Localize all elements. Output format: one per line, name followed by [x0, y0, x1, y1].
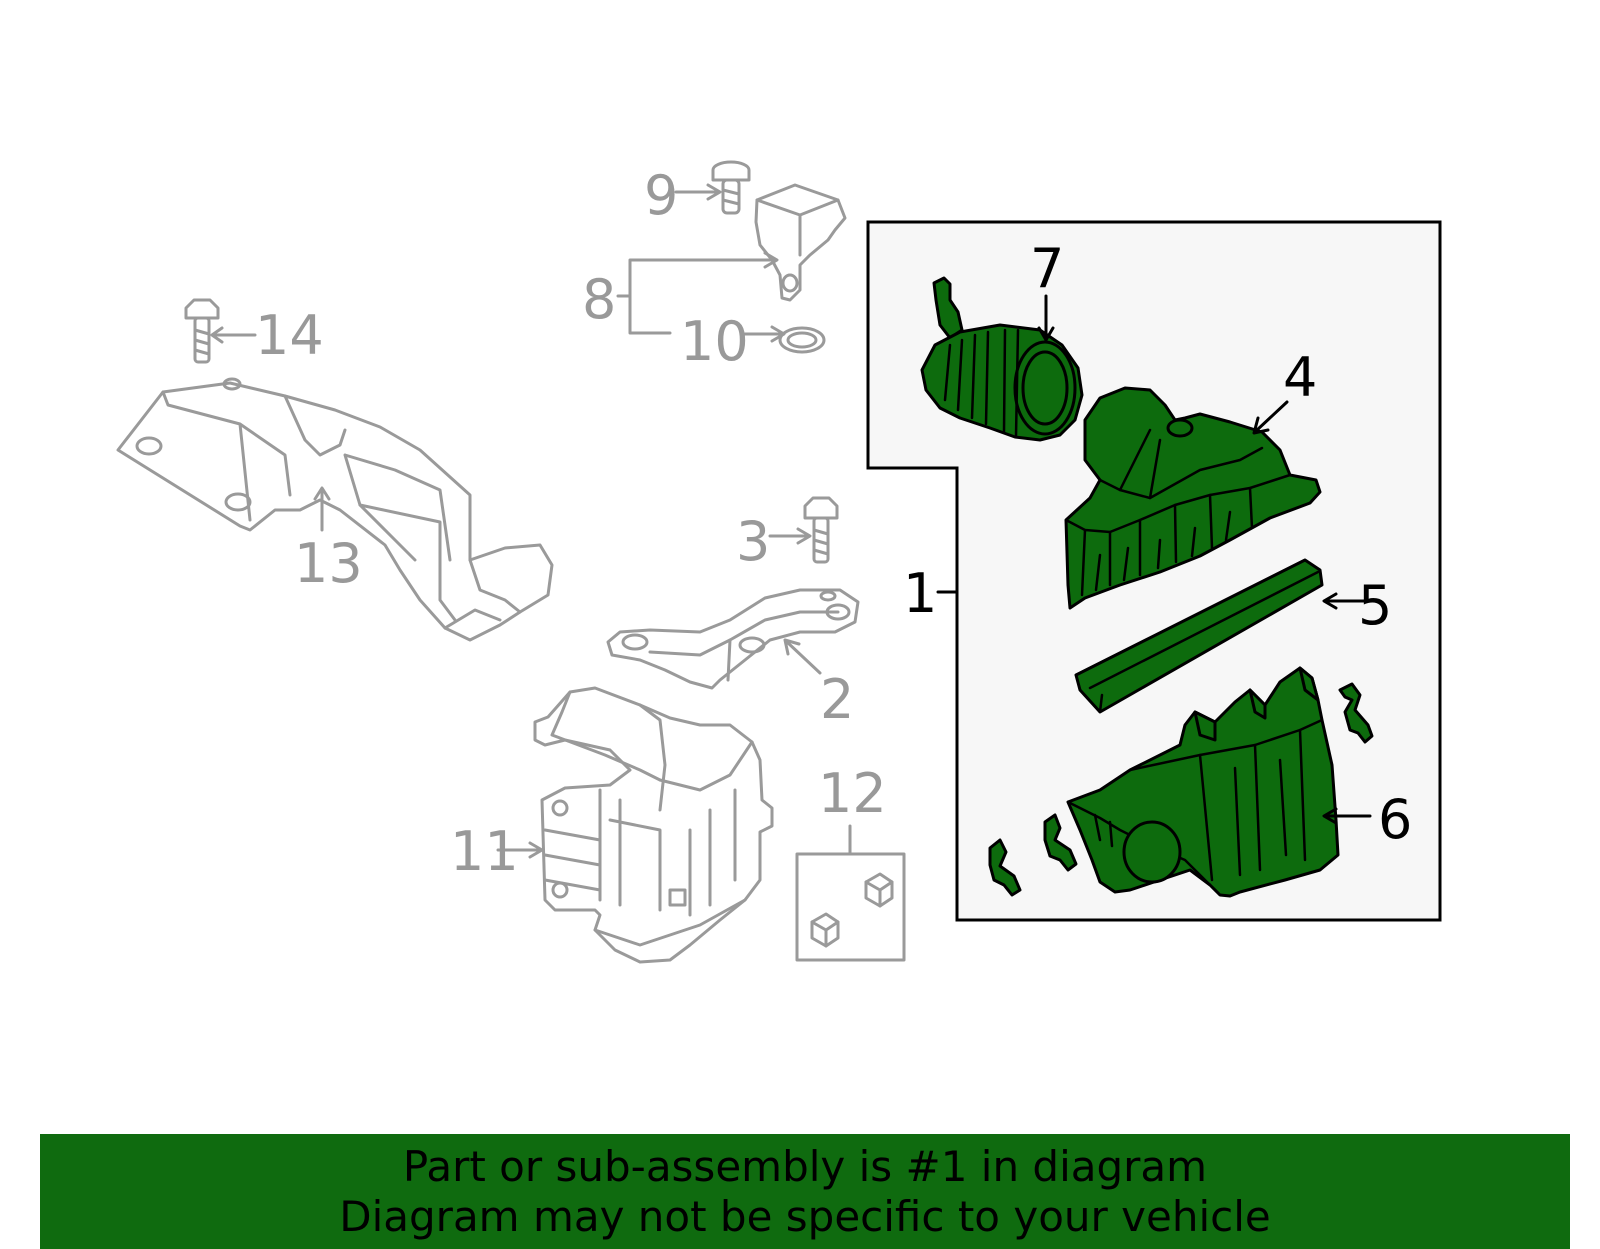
part-12-nut-kit[interactable] — [795, 852, 906, 962]
part-13-intake-duct[interactable] — [116, 377, 554, 642]
part-6-clip-left-b[interactable] — [1043, 813, 1078, 872]
arrow-13 — [313, 486, 331, 532]
part-6-clip-left-a[interactable] — [988, 838, 1022, 897]
callout-6[interactable]: 6 — [1378, 788, 1412, 851]
arrow-9 — [674, 183, 722, 201]
arrow-7 — [1037, 294, 1055, 342]
callout-1[interactable]: 1 — [903, 562, 937, 625]
part-6-clip-right[interactable] — [1338, 682, 1374, 744]
arrow-5 — [1322, 592, 1372, 610]
footer-banner: Part or sub-assembly is #1 in diagram Di… — [40, 1134, 1570, 1249]
callout-13[interactable]: 13 — [294, 532, 363, 595]
footer-line-2: Diagram may not be specific to your vehi… — [339, 1191, 1271, 1241]
part-9-bolt[interactable] — [711, 160, 751, 215]
arrow-11 — [496, 841, 544, 859]
footer-line-1: Part or sub-assembly is #1 in diagram — [402, 1141, 1208, 1191]
callout-8[interactable]: 8 — [582, 268, 616, 331]
part-3-bolt[interactable] — [803, 496, 839, 564]
arrow-2 — [783, 638, 822, 675]
part-6-lower-housing[interactable] — [1066, 666, 1340, 898]
part-10-o-ring[interactable] — [778, 326, 826, 354]
callout-11[interactable]: 11 — [450, 820, 519, 883]
callout-5[interactable]: 5 — [1358, 574, 1392, 637]
arrow-6 — [1322, 807, 1372, 825]
arrow-10 — [743, 325, 786, 343]
part-4-housing-cover[interactable] — [1064, 386, 1322, 610]
part-8-sensor[interactable] — [754, 183, 847, 302]
callout-12[interactable]: 12 — [818, 762, 887, 825]
callout-2[interactable]: 2 — [820, 668, 854, 731]
bracket-8 — [616, 251, 779, 335]
part-5-air-filter[interactable] — [1074, 558, 1324, 714]
arrow-3 — [768, 527, 812, 545]
callout-9[interactable]: 9 — [644, 164, 678, 227]
callout-4[interactable]: 4 — [1283, 346, 1317, 409]
callout-7[interactable]: 7 — [1030, 237, 1064, 300]
part-14-bolt[interactable] — [184, 298, 220, 364]
callout-10[interactable]: 10 — [680, 310, 749, 373]
part-11-air-cleaner-housing[interactable] — [533, 686, 774, 964]
callout-14[interactable]: 14 — [255, 304, 324, 367]
arrow-4 — [1252, 400, 1289, 435]
part-7-intake-tube[interactable] — [920, 276, 1084, 442]
arrow-14 — [210, 326, 257, 344]
callout-3[interactable]: 3 — [736, 510, 770, 573]
part-2-bracket[interactable] — [606, 588, 860, 690]
